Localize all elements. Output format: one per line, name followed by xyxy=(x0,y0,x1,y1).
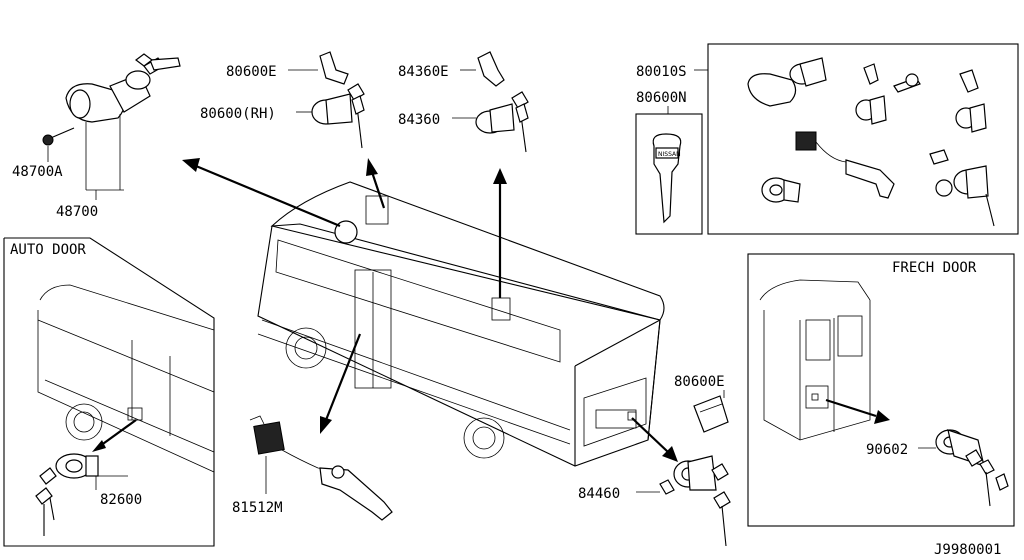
pointer-arrows xyxy=(182,158,678,462)
key-80600n-icon: NISSAN xyxy=(652,133,682,224)
kit-80010s-box xyxy=(707,43,1019,235)
lock-84360-icon xyxy=(475,51,529,153)
callout-80010s: 80010S xyxy=(636,64,687,80)
callout-81512m: 81512M xyxy=(232,500,283,516)
french-door-title: FRECH DOOR xyxy=(892,260,977,276)
lock-84460-icon xyxy=(659,395,731,547)
callout-80600e-rear: 80600E xyxy=(674,374,725,390)
callout-80600rh: 80600(RH) xyxy=(200,106,276,122)
callout-90602: 90602 xyxy=(866,442,908,458)
auto-door-panel: AUTO DOOR 82600 xyxy=(3,237,215,547)
ignition-switch-48700-icon xyxy=(42,53,181,146)
lock-90602-icon xyxy=(935,429,1009,507)
key-brand-text: NISSAN xyxy=(658,151,681,158)
callout-84360e: 84360E xyxy=(398,64,449,80)
bus-illustration xyxy=(257,181,665,467)
key-80600n-box xyxy=(635,113,703,235)
auto-door-title: AUTO DOOR xyxy=(10,242,86,258)
callout-82600: 82600 xyxy=(100,492,142,508)
callout-48700: 48700 xyxy=(56,204,98,220)
handle-81512m-icon xyxy=(249,415,393,521)
lock-80600-icon xyxy=(311,51,365,149)
french-door-panel: FRECH DOOR 90602 xyxy=(747,253,1015,527)
diagram-id: J9980001 xyxy=(934,542,1001,558)
lock-82600-icon xyxy=(35,453,99,536)
callout-48700a: 48700A xyxy=(12,164,63,180)
callout-80600e-top: 80600E xyxy=(226,64,277,80)
kit-80010s-parts-icon xyxy=(747,57,995,227)
callout-80600n: 80600N xyxy=(636,90,687,106)
callout-84460: 84460 xyxy=(578,486,620,502)
callout-84360: 84360 xyxy=(398,112,440,128)
